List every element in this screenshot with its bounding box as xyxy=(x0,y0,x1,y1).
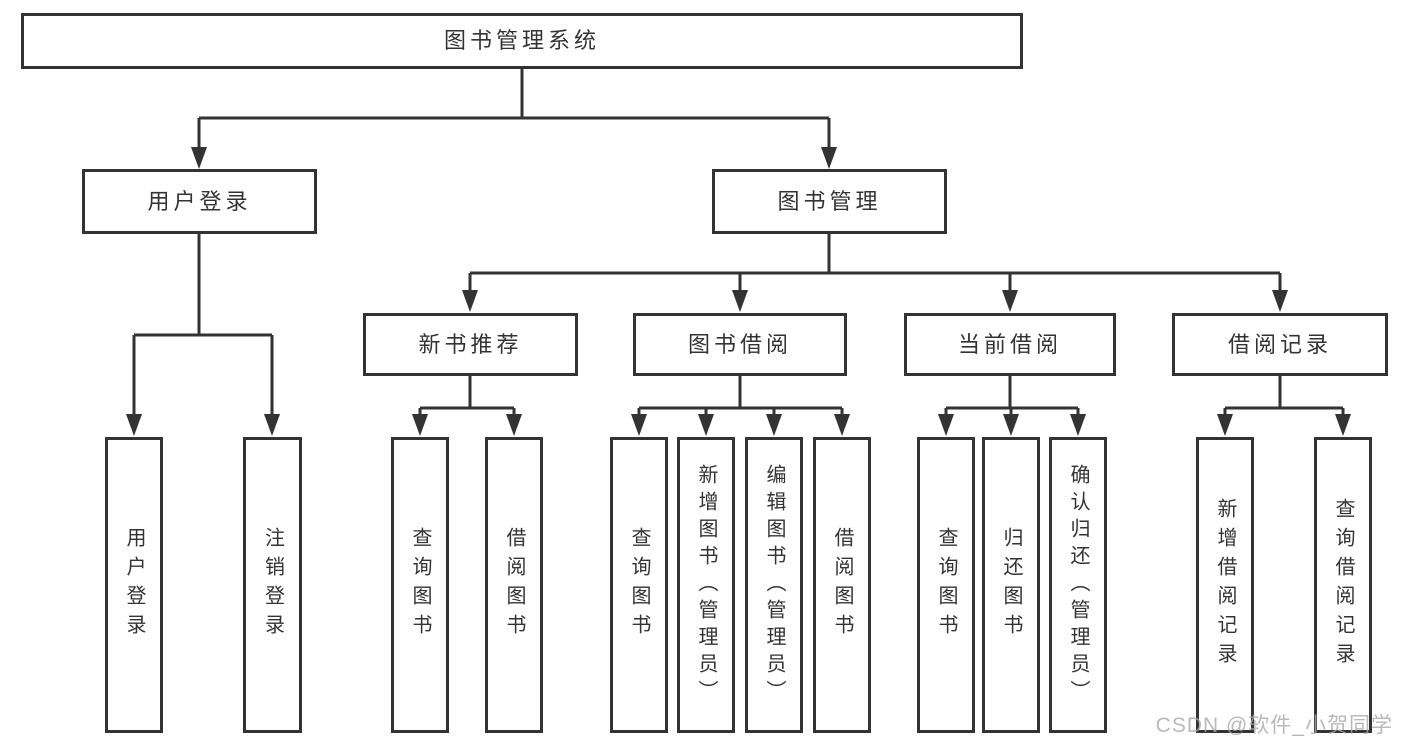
node-current-borrow: 当前借阅 xyxy=(904,313,1116,376)
node-book-management: 图书管理 xyxy=(712,169,947,234)
node-borrow-records: 借阅记录 xyxy=(1172,313,1388,376)
connector-root-to-level2 xyxy=(191,69,837,169)
node-book-borrow: 图书借阅 xyxy=(633,313,847,376)
node-leaf-query-book-1: 查询图书 xyxy=(391,437,449,733)
node-leaf-return-book: 归还图书 xyxy=(982,437,1040,733)
watermark-text: CSDN @软件_小贺同学 xyxy=(1155,714,1393,737)
connector-borrow-records-children xyxy=(1217,376,1351,436)
node-leaf-add-book-admin: 新增图书（管理员） xyxy=(677,437,735,733)
node-label: 查询图书 xyxy=(409,527,431,643)
node-leaf-query-book-3: 查询图书 xyxy=(917,437,975,733)
node-label: 归还图书 xyxy=(1000,527,1022,643)
node-leaf-edit-book-admin: 编辑图书（管理员） xyxy=(745,437,803,733)
node-label: 编辑图书（管理员） xyxy=(763,463,785,707)
node-label: 查询图书 xyxy=(935,527,957,643)
node-new-book-recommend: 新书推荐 xyxy=(363,313,578,376)
node-leaf-confirm-return-admin: 确认归还（管理员） xyxy=(1049,437,1107,733)
node-label: 图书管理 xyxy=(777,188,882,214)
node-label: 新书推荐 xyxy=(418,331,523,357)
connector-user-login-children xyxy=(126,234,280,436)
node-leaf-user-login: 用户登录 xyxy=(105,437,163,733)
node-label: 查询图书 xyxy=(628,527,650,643)
node-leaf-borrow-book-1: 借阅图书 xyxy=(485,437,543,733)
node-label: 图书借阅 xyxy=(687,331,792,357)
node-leaf-borrow-book-2: 借阅图书 xyxy=(813,437,871,733)
node-user-login: 用户登录 xyxy=(82,169,317,234)
node-label: 注销登录 xyxy=(261,527,284,643)
node-label: 图书管理系统 xyxy=(443,28,600,53)
node-label: 借阅图书 xyxy=(831,527,853,643)
node-leaf-query-book-2: 查询图书 xyxy=(610,437,668,733)
node-label: 借阅图书 xyxy=(503,527,525,643)
node-label: 新增图书（管理员） xyxy=(695,463,717,707)
connector-current-borrow-children xyxy=(938,376,1086,436)
node-label: 用户登录 xyxy=(147,188,252,214)
connector-book-mgmt-children xyxy=(462,234,1288,312)
node-leaf-logout: 注销登录 xyxy=(243,437,302,733)
node-label: 查询借阅记录 xyxy=(1332,498,1354,672)
node-leaf-add-borrow-record: 新增借阅记录 xyxy=(1196,437,1254,733)
connector-new-book-rec-children xyxy=(412,376,522,436)
node-label: 借阅记录 xyxy=(1227,331,1332,357)
node-label: 新增借阅记录 xyxy=(1214,498,1236,672)
node-label: 当前借阅 xyxy=(957,331,1062,357)
node-label: 用户登录 xyxy=(123,527,145,643)
node-library-system: 图书管理系统 xyxy=(21,13,1023,69)
node-label: 确认归还（管理员） xyxy=(1067,463,1089,707)
connector-book-borrow-children xyxy=(631,376,850,436)
node-leaf-query-borrow-record: 查询借阅记录 xyxy=(1314,437,1372,733)
